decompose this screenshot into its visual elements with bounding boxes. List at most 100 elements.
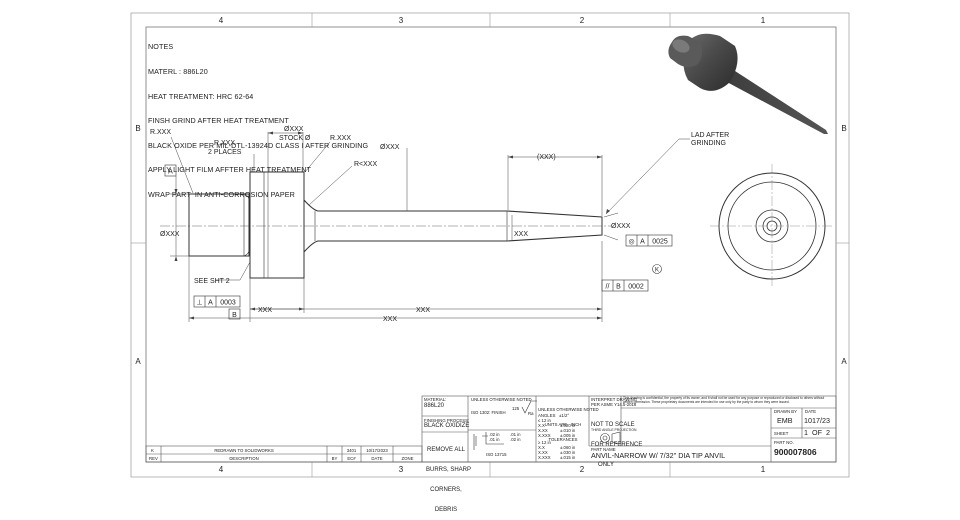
iso-1302-label: ISO 1302: FINISH (471, 410, 506, 415)
edge-value-4: .02 in (510, 437, 521, 442)
anvil-end-view (710, 164, 834, 288)
tol-group1-row-1-value: ±.020 in (560, 423, 576, 428)
note-material: MATERL : 886L20 (148, 67, 208, 77)
gdt-symbol: ⊥ (196, 300, 202, 307)
rev-row-ecn: 3401 (346, 447, 357, 453)
zone-bottom-2: 2 (580, 465, 585, 474)
sheet-label: SHEET (774, 431, 789, 436)
gdt-symbol: ◎ (628, 239, 634, 246)
zone-top-1: 1 (761, 16, 766, 25)
tol-group1-head: ≤ 12 in (538, 418, 551, 423)
gdt-value: 0025 (652, 239, 668, 246)
note-black-oxide: BLACK OXIDE PER MIL-DTL-13924D CLASS I A… (148, 140, 369, 150)
edge-value-1: .02 in (489, 432, 500, 437)
iso-13715-label: ISO 13715 (486, 452, 507, 457)
gdt-datum: A (208, 300, 213, 307)
dim-2-places: 2 PLACES (208, 149, 242, 156)
drawn-by-label: DRAWN BY (774, 409, 797, 414)
tol-group2-row-1-value: ±.060 in (560, 445, 576, 450)
anvil-3d-view (668, 33, 828, 134)
dim-taper: XXX (514, 231, 528, 238)
zone-top-2: 2 (580, 16, 585, 25)
material-value: 886L20 (424, 403, 445, 409)
third-angle-label: THIRD ANGLE PROJECTION (591, 428, 637, 432)
burrs-line-4: DEBRIS (434, 506, 458, 513)
edge-value-3: .01 in (510, 432, 521, 437)
rev-row-description: REDRAWN TO SOLIDWORKS (214, 447, 274, 453)
rev-row-rev: K (151, 447, 154, 453)
note-heat-treatment: HEAT TREATMENT: HRC 62-64 (148, 91, 254, 101)
finish-unit: Ra (528, 411, 534, 416)
burrs-line-1: REMOVE ALL (426, 447, 465, 454)
zone-bottom-4: 4 (219, 465, 224, 474)
gdt-datum: A (640, 239, 645, 246)
interpret-line-1: INTERPRET DRAWING (591, 397, 638, 402)
see-sheet-note: SEE SHT 2 (194, 278, 230, 285)
rev-header-date: DATE (371, 455, 383, 461)
title-block-grid (145, 395, 837, 463)
date-value: 1017/23 (804, 416, 830, 425)
datum-a-label: A (168, 169, 173, 176)
zone-left-a: A (135, 357, 141, 366)
tol-group1-row-3-label: X.XXX (538, 433, 551, 438)
note-light-film: APPLY LIGHT FILM AFFTER HEAT TREATMENT (148, 165, 312, 175)
finish-value: 125 (512, 406, 520, 411)
tol-group2-row-2-label: X.XX (538, 450, 548, 455)
burrs-line-3: CORNERS, (430, 486, 462, 493)
dim-overall-length: XXX (383, 316, 397, 323)
tol-group1-row-1-label: X.X (538, 423, 545, 428)
tol-group1-row-3-value: ±.005 in (560, 433, 576, 438)
dim-r-lt: R<XXX (354, 161, 377, 168)
interpret-line-2: PER ASME Y14.5-2018 (591, 402, 637, 407)
dim-r-left: R.XXX (150, 129, 171, 136)
tol-group1-row-2-label: X.XX (538, 428, 548, 433)
arrowheads (174, 131, 610, 320)
proprietary-notice: This drawing is confidential, the proper… (623, 396, 825, 404)
notes-heading: NOTES (148, 42, 174, 52)
tol-group2-row-3-value: ±.015 in (560, 455, 576, 460)
datum-b-box (228, 308, 241, 320)
part-name-value: ANVIL-NARROW W/ 7/32" DIA TIP ANVIL (591, 451, 726, 460)
zone-bottom-3: 3 (399, 465, 404, 474)
zone-top-3: 3 (399, 16, 404, 25)
gdt-value: 0002 (628, 284, 644, 291)
gdt-frame-perpendicular: ⊥ A 0003 (193, 295, 241, 308)
dim-dia-left: ØXXX (160, 231, 180, 238)
gdt-frame-parallel: // B 0002 (601, 279, 649, 292)
k-symbol-circle (652, 264, 662, 274)
k-symbol-label: K (655, 268, 659, 274)
rev-header-by: BY (331, 455, 338, 461)
part-number: 900007806 (774, 447, 817, 457)
nts-line-3: ONLY (598, 461, 614, 468)
dim-tip-length: (XXX) (537, 154, 556, 161)
datum-b-label: B (232, 312, 237, 319)
dim-r-places: R.XXX (214, 140, 235, 147)
zone-left-b: B (135, 124, 140, 133)
gdt-value: 0003 (220, 300, 236, 307)
note-wrap-part: WRAP PART IN ANTI-CORROSION PAPER (148, 190, 295, 200)
part-no-label: PART NO. (774, 440, 794, 445)
material-label: MATERIAL: (424, 397, 447, 402)
date-label: DATE (805, 409, 817, 414)
tol-header-line-2: UNITS ARE INCH (544, 422, 582, 427)
notes-block: NOTES MATERL : 886L20 HEAT TREATMENT: HR… (148, 27, 368, 207)
gdt-symbol: // (606, 284, 610, 291)
drawn-by-value: EMB (777, 416, 793, 425)
rev-header-description: DESCRIPTION (229, 455, 259, 461)
dim-shaft-length: XXX (416, 307, 430, 314)
part-name-label: PART NAME (591, 447, 616, 452)
burrs-line-2: BURRS, SHARP (426, 466, 472, 473)
anvil-side-view (188, 171, 603, 279)
dim-r-top: R.XXX (330, 135, 351, 142)
nts-line-2: FOR REFERENCE (591, 441, 643, 448)
surface-unless-note: UNLESS OTHERWISE NOTED (471, 397, 532, 402)
tol-header-line-1: UNLESS OTHERWISE NOTED (538, 407, 599, 412)
tol-group2-head: ≥ 12 in (538, 440, 551, 445)
zone-right-a: A (841, 357, 847, 366)
tol-group2-row-1-label: X.X (538, 445, 545, 450)
dim-flange-width: XXX (258, 307, 272, 314)
sheet-value: 1 OF 2 (804, 428, 830, 437)
tol-group2-row-3-label: X.XXX (538, 455, 551, 460)
rev-header-zone: ZONE (401, 455, 414, 461)
tol-group2-row-2-value: ±.030 in (560, 450, 576, 455)
